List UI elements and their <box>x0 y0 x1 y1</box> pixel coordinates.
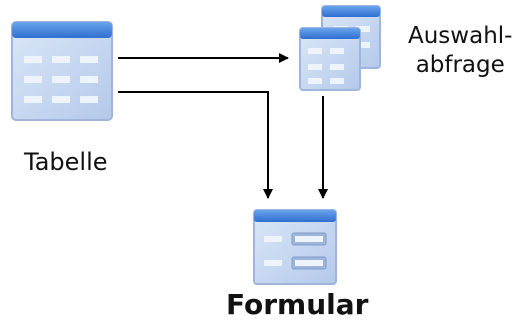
form-label: Formular <box>226 288 369 321</box>
query-label-line1: Auswahl- <box>408 23 513 49</box>
form-icon <box>252 208 338 286</box>
query-icon <box>294 2 386 94</box>
arrow-table-to-form <box>118 91 273 199</box>
query-label: Auswahl- abfrage <box>408 22 512 80</box>
table-icon <box>10 20 114 122</box>
query-label-line2: abfrage <box>415 52 505 78</box>
table-label: Tabelle <box>24 148 108 176</box>
